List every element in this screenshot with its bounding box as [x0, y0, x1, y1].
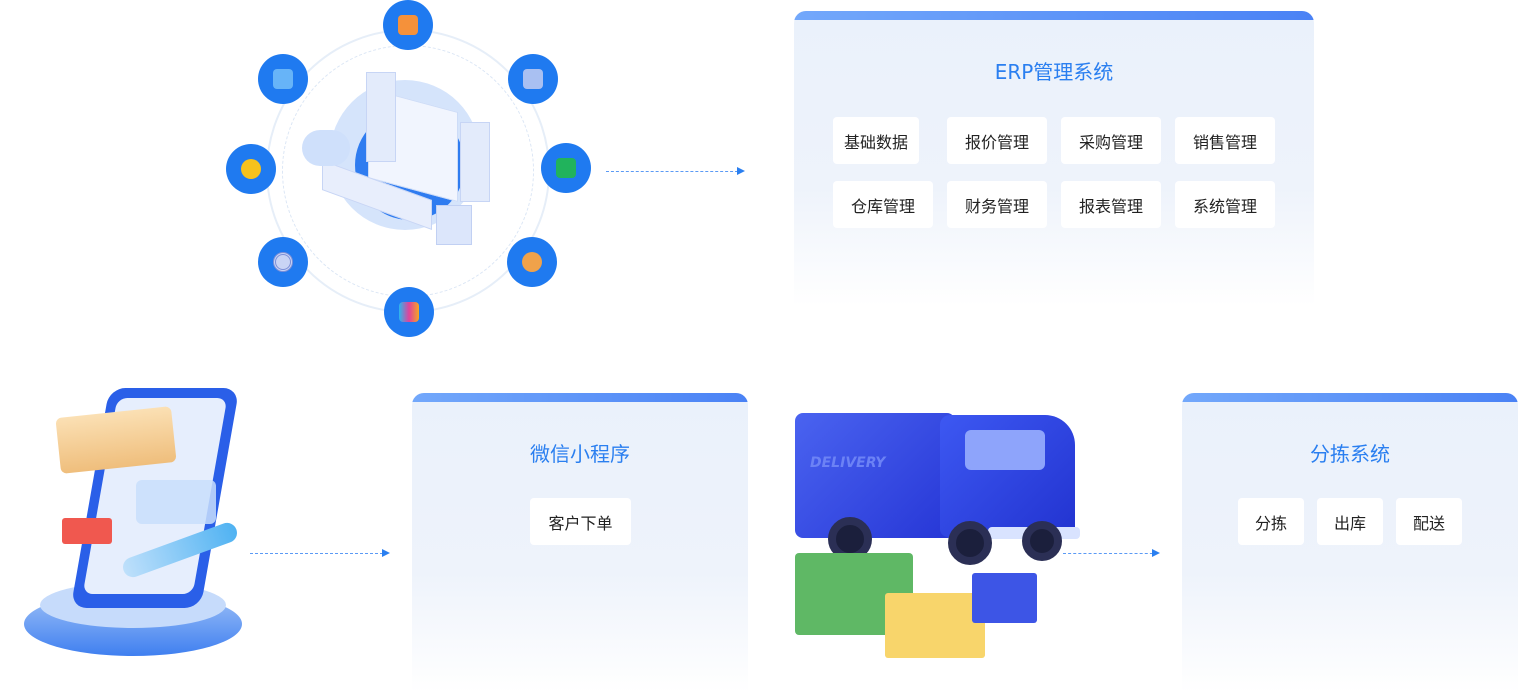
wechat-card: 微信小程序 客户下单 — [412, 393, 748, 693]
erp-module-sales[interactable]: 销售管理 — [1175, 117, 1275, 164]
blue-box — [972, 573, 1037, 623]
sorting-module-sort[interactable]: 分拣 — [1238, 498, 1304, 545]
arrow-to-wechat — [250, 549, 390, 557]
truck-cargo — [795, 413, 955, 538]
icon-users — [384, 287, 434, 337]
yellow-box — [885, 593, 985, 658]
erp-module-quotation[interactable]: 报价管理 — [947, 117, 1047, 164]
erp-card: ERP管理系统 基础数据 报价管理 采购管理 销售管理 仓库管理 财务管理 报表… — [794, 11, 1314, 306]
card-header-bar — [1182, 393, 1518, 402]
arrow-to-sorting — [1063, 549, 1160, 557]
erp-module-finance[interactable]: 财务管理 — [947, 181, 1047, 228]
phone-illustration — [0, 370, 290, 670]
truck-illustration: DELIVERY — [790, 405, 1085, 670]
mail-icon — [62, 518, 112, 544]
truck-wheel — [948, 521, 992, 565]
erp-title: ERP管理系统 — [994, 60, 1114, 84]
icon-target — [258, 237, 308, 287]
sorting-title: 分拣系统 — [1310, 442, 1390, 466]
icon-tools — [226, 144, 276, 194]
cloud-icon — [302, 130, 350, 166]
erp-module-system[interactable]: 系统管理 — [1175, 181, 1275, 228]
icon-chart — [508, 54, 558, 104]
box-icon — [436, 205, 472, 245]
arrow-to-erp — [606, 167, 745, 175]
sorting-card: 分拣系统 分拣 出库 配送 — [1182, 393, 1518, 693]
card-header-bar — [794, 11, 1314, 20]
server-rack-icon — [366, 72, 396, 162]
icon-delivery-truck — [541, 143, 591, 193]
server-rack-icon — [460, 122, 490, 202]
wechat-title: 微信小程序 — [530, 442, 630, 466]
icon-box — [383, 0, 433, 50]
card-header-bar — [412, 393, 748, 402]
erp-module-purchase[interactable]: 采购管理 — [1061, 117, 1161, 164]
truck-label: DELIVERY — [810, 455, 886, 471]
icon-calendar — [258, 54, 308, 104]
truck-wheel — [1022, 521, 1062, 561]
icon-document — [507, 237, 557, 287]
erp-illustration — [0, 0, 600, 340]
sorting-module-delivery[interactable]: 配送 — [1396, 498, 1462, 545]
erp-module-warehouse[interactable]: 仓库管理 — [833, 181, 933, 228]
sorting-module-outbound[interactable]: 出库 — [1317, 498, 1383, 545]
truck-windshield — [965, 430, 1045, 470]
chart-panel — [136, 480, 216, 524]
wechat-module-customer-order[interactable]: 客户下单 — [530, 498, 631, 545]
erp-module-basic-data[interactable]: 基础数据 — [833, 117, 919, 164]
erp-module-reports[interactable]: 报表管理 — [1061, 181, 1161, 228]
